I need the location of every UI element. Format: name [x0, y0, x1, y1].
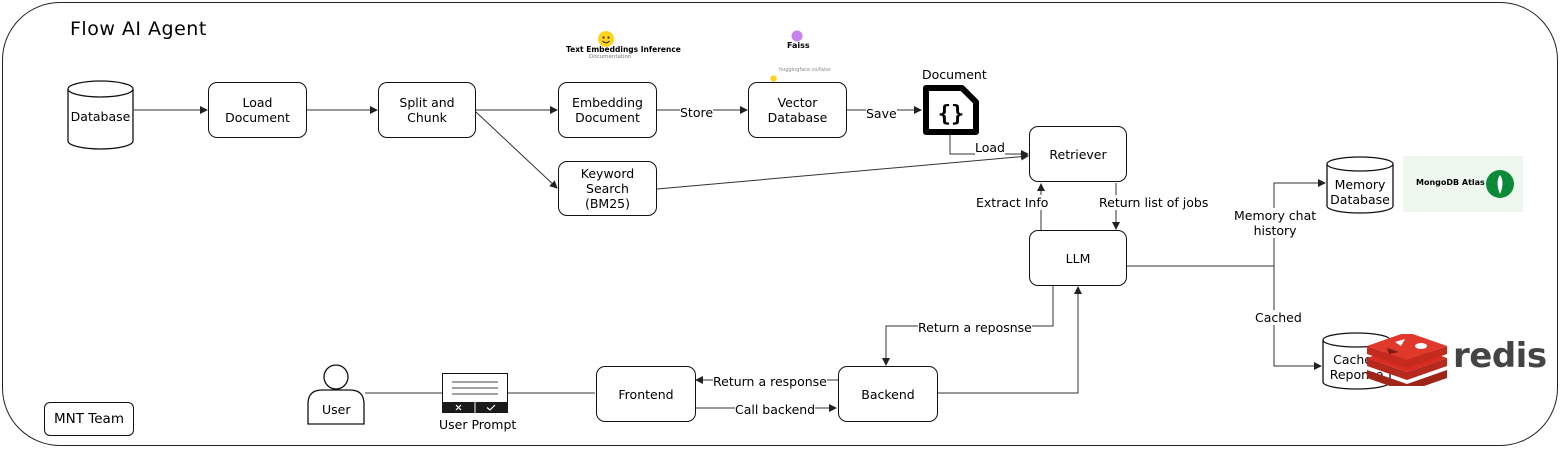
tei-title: Text Embeddings Inference — [566, 45, 681, 54]
team-label: MNT Team — [54, 410, 124, 427]
edge-label-cached: Cached — [1255, 310, 1302, 325]
edge-label-store: Store — [680, 105, 714, 120]
hugging-face-small-icon — [770, 67, 777, 82]
page-title: Flow AI Agent — [70, 18, 207, 40]
user-icon — [307, 364, 365, 425]
vector-database-node: Vector Database — [748, 82, 847, 138]
edge-branch-cached — [1273, 266, 1322, 370]
keyword-search-label: Keyword Search (BM25) — [580, 166, 635, 211]
memory-database-label: Memory Database — [1330, 177, 1390, 207]
database-label: Database — [70, 109, 131, 124]
embedding-document-node: Embedding Document — [558, 82, 657, 138]
edge-label-save: Save — [866, 106, 897, 121]
edge-label-load: Load — [975, 140, 1005, 155]
llm-node: LLM — [1029, 230, 1127, 286]
retriever-label: Retriever — [1049, 146, 1107, 162]
backend-node: Backend — [838, 366, 938, 422]
mongodb-leaf-icon — [1486, 170, 1514, 198]
hugging-face-emoji-icon — [597, 30, 615, 48]
database-node: Database — [67, 80, 134, 150]
retriever-node: Retriever — [1029, 126, 1127, 182]
user-prompt-label: User Prompt — [439, 417, 517, 432]
edge-backend-llm — [938, 286, 1082, 394]
backend-label: Backend — [861, 386, 915, 402]
mongodb-atlas-text: MongoDB Atlas — [1416, 178, 1485, 187]
team-box: MNT Team — [44, 402, 134, 436]
edge-label-call-backend: Call backend — [735, 402, 816, 417]
cylinder-shape — [1326, 156, 1394, 214]
svg-text:{}: {} — [938, 102, 965, 127]
tei-subtitle: Documentation — [589, 54, 632, 60]
redis-cube-icon — [1367, 332, 1447, 392]
document-label: Document — [922, 67, 987, 82]
user-label: User — [322, 402, 351, 417]
faiss-dot-icon — [791, 27, 803, 42]
edge-keyword-retriever — [656, 152, 1029, 190]
user-actor — [307, 364, 365, 426]
cylinder-shape — [67, 80, 134, 150]
redis-logo: redis — [1365, 332, 1547, 392]
user-prompt-dialog — [442, 373, 508, 413]
edge-label-extract-info: Extract Info — [976, 195, 1049, 210]
frontend-node: Frontend — [596, 366, 696, 422]
embedding-document-label: Embedding Document — [572, 95, 643, 125]
llm-label: LLM — [1065, 250, 1091, 266]
edge-label-return-response: Return a response — [713, 374, 827, 389]
json-document-icon: {} — [922, 84, 980, 136]
edge-label-return-jobs: Return list of jobs — [1099, 195, 1209, 210]
vector-database-label: Vector Database — [767, 95, 828, 125]
dialog-icon — [442, 373, 508, 413]
faiss-title: Faiss — [787, 41, 810, 50]
edge-branch-memory — [1273, 179, 1326, 266]
edge-split-keyword — [475, 111, 558, 189]
edge-label-memory-chat-history: Memory chat history — [1234, 208, 1317, 238]
file-braces-icon: {} — [923, 85, 979, 135]
load-document-label: Load Document — [225, 95, 290, 125]
mongodb-atlas-logo: MongoDB Atlas — [1403, 156, 1523, 212]
split-chunk-node: Split and Chunk — [378, 82, 476, 138]
frontend-label: Frontend — [618, 386, 674, 402]
faiss-subtitle: huggingface.co/faiss — [779, 67, 831, 73]
redis-wordmark: redis — [1453, 336, 1547, 376]
split-chunk-label: Split and Chunk — [399, 95, 455, 125]
edge-label-return-reposnse: Return a reposnse — [918, 320, 1032, 335]
memory-database-node: Memory Database — [1326, 156, 1394, 214]
load-document-node: Load Document — [208, 82, 307, 138]
keyword-search-node: Keyword Search (BM25) — [558, 161, 657, 216]
